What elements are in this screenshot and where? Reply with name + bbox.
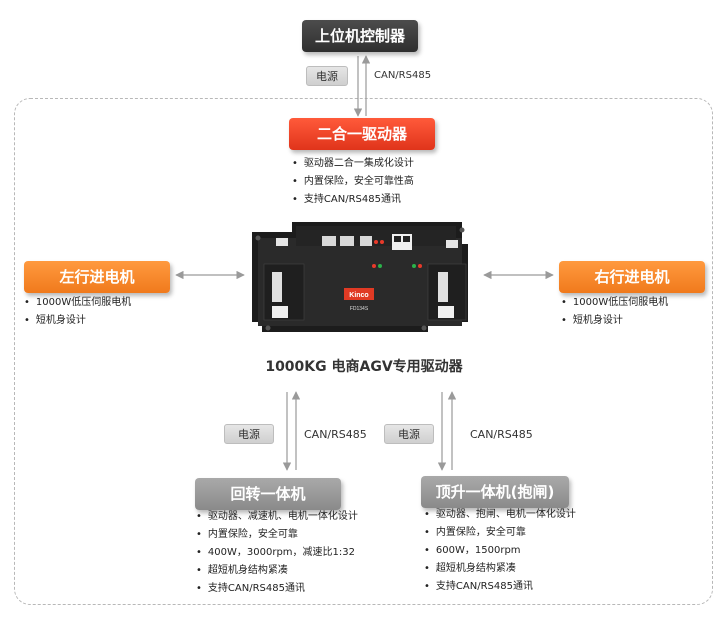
left-motor-feature: 1000W低压伺服电机 (24, 294, 131, 312)
device-caption: 1000KG 电商AGV专用驱动器 (265, 359, 463, 375)
driver-feature: 支持CAN/RS485通讯 (292, 191, 414, 209)
lift-feature-list: 驱动器、抱闸、电机一体化设计 内置保险，安全可靠 600W，1500rpm 超短… (424, 506, 576, 596)
driver-feature-list: 驱动器二合一集成化设计 内置保险，安全可靠性高 支持CAN/RS485通讯 (292, 155, 414, 209)
left-motor-feature: 短机身设计 (24, 312, 131, 330)
driver-title: 二合一驱动器 (316, 125, 407, 143)
lift-feature: 支持CAN/RS485通讯 (424, 578, 576, 596)
system-boundary-frame (14, 98, 713, 605)
lift-feature: 驱动器、抱闸、电机一体化设计 (424, 506, 576, 524)
lift-unit-title: 顶升一体机(抱闸) (435, 483, 555, 501)
right-motor-box: 右行进电机 (559, 261, 705, 293)
rotary-feature-list: 驱动器、减速机、电机一体化设计 内置保险，安全可靠 400W，3000rpm，减… (196, 508, 358, 598)
rotary-feature: 支持CAN/RS485通讯 (196, 580, 358, 598)
right-motor-feature: 1000W低压伺服电机 (561, 294, 668, 312)
rotary-feature: 400W，3000rpm，减速比1:32 (196, 544, 358, 562)
left-motor-title: 左行进电机 (59, 268, 135, 286)
driver-feature: 内置保险，安全可靠性高 (292, 173, 414, 191)
lift-unit-box: 顶升一体机(抱闸) (421, 476, 569, 508)
top-power-tag: 电源 (306, 66, 348, 86)
host-controller-box: 上位机控制器 (302, 20, 418, 52)
left-motor-feature-list: 1000W低压伺服电机 短机身设计 (24, 294, 131, 330)
rotary-feature: 驱动器、减速机、电机一体化设计 (196, 508, 358, 526)
rotary-power-tag: 电源 (224, 424, 274, 444)
driver-feature: 驱动器二合一集成化设计 (292, 155, 414, 173)
rotary-comm-label: CAN/RS485 (304, 428, 367, 441)
rotary-unit-box: 回转一体机 (195, 478, 341, 510)
top-comm-label: CAN/RS485 (374, 70, 432, 81)
rotary-unit-title: 回转一体机 (230, 485, 306, 503)
left-motor-box: 左行进电机 (24, 261, 170, 293)
device-brand-label: Kinco (349, 292, 368, 299)
lift-power-tag: 电源 (384, 424, 434, 444)
right-motor-feature: 短机身设计 (561, 312, 668, 330)
lift-feature: 600W，1500rpm (424, 542, 576, 560)
driver-box: 二合一驱动器 (289, 118, 435, 150)
lift-feature: 内置保险，安全可靠 (424, 524, 576, 542)
lift-feature: 超短机身结构紧凑 (424, 560, 576, 578)
right-motor-title: 右行进电机 (594, 268, 670, 286)
lift-comm-label: CAN/RS485 (470, 428, 533, 441)
rotary-feature: 内置保险，安全可靠 (196, 526, 358, 544)
right-motor-feature-list: 1000W低压伺服电机 短机身设计 (561, 294, 668, 330)
rotary-feature: 超短机身结构紧凑 (196, 562, 358, 580)
host-controller-title: 上位机控制器 (314, 27, 405, 45)
device-model-label: FD134S (350, 306, 369, 312)
driver-device-image: Kinco FD134S (252, 222, 468, 332)
